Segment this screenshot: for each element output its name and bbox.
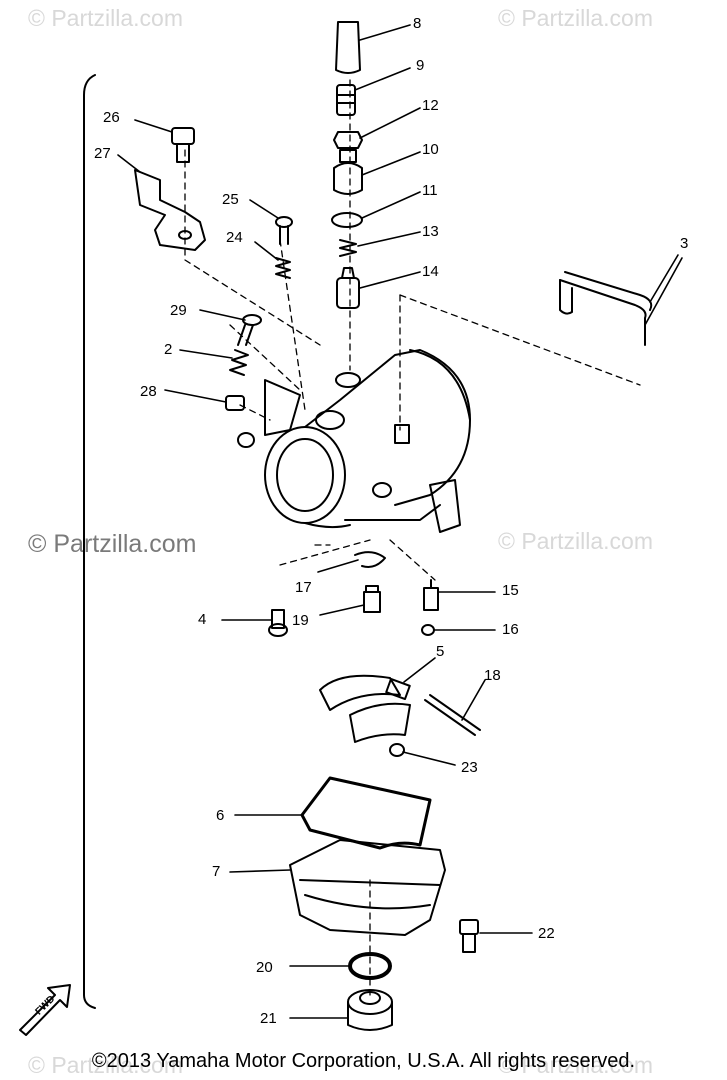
part-18-pin — [424, 694, 481, 736]
part-22-bolt — [459, 919, 479, 953]
part-21-drain-plug — [347, 989, 393, 1031]
guide-lines — [184, 79, 641, 996]
part-13-spring — [339, 239, 357, 257]
part-15-jet — [423, 579, 439, 611]
callout-6: 6 — [216, 807, 225, 824]
watermark: © Partzilla.com — [28, 530, 197, 558]
callout-4: 4 — [198, 611, 207, 628]
part-6-gasket — [300, 776, 432, 850]
callout-26: 26 — [103, 109, 120, 126]
callout-7: 7 — [212, 863, 221, 880]
part-7-float-bowl — [289, 839, 446, 936]
callout-29: 29 — [170, 302, 187, 319]
callout-12: 12 — [422, 97, 439, 114]
part-27-bracket — [134, 169, 206, 251]
watermark: © Partzilla.com — [498, 528, 653, 554]
part-16-washer — [421, 624, 435, 636]
copyright-notice: ©2013 Yamaha Motor Corporation, U.S.A. A… — [91, 1050, 636, 1072]
callout-14: 14 — [422, 263, 439, 280]
callout-20: 20 — [256, 959, 273, 976]
watermark: © Partzilla.com — [498, 1052, 653, 1078]
callout-23: 23 — [461, 759, 478, 776]
carburetor-body — [237, 349, 471, 533]
part-23-screw — [389, 743, 405, 757]
callout-27: 27 — [94, 145, 111, 162]
callout-2: 2 — [164, 341, 173, 358]
part-28-fitting — [225, 395, 245, 411]
callout-11: 11 — [422, 182, 438, 199]
callout-22: 22 — [538, 925, 555, 942]
callout-8: 8 — [413, 15, 422, 32]
watermark: © Partzilla.com — [498, 5, 653, 31]
part-10-cap — [333, 149, 363, 195]
part-25-screw — [275, 216, 293, 245]
callout-13: 13 — [422, 223, 439, 240]
callout-19: 19 — [292, 612, 309, 629]
part-5-float — [319, 674, 411, 743]
part-3-handle — [559, 271, 653, 346]
part-9-adjuster — [336, 84, 356, 116]
leader-lines — [117, 24, 683, 1019]
callout-25: 25 — [222, 191, 239, 208]
part-19-jet — [363, 585, 381, 613]
part-24-spring — [275, 257, 291, 279]
callout-5: 5 — [436, 643, 445, 660]
part-20-o-ring — [348, 952, 392, 980]
callout-9: 9 — [416, 57, 425, 74]
part-12-nut — [333, 131, 363, 149]
callout-17: 17 — [295, 579, 312, 596]
callout-3: 3 — [680, 235, 689, 252]
callout-24: 24 — [226, 229, 243, 246]
callout-16: 16 — [502, 621, 519, 638]
part-26-bolt — [171, 127, 195, 163]
part-17-clip — [354, 551, 386, 568]
callout-15: 15 — [502, 582, 519, 599]
watermark: © Partzilla.com — [28, 5, 183, 31]
part-4-screw — [268, 609, 288, 637]
callout-10: 10 — [422, 141, 439, 158]
callout-28: 28 — [140, 383, 157, 400]
fwd-arrow-icon — [19, 984, 71, 1036]
part-11-washer — [331, 212, 363, 228]
callout-21: 21 — [260, 1010, 277, 1027]
part-8-cap — [335, 21, 361, 74]
assembly-bracket — [83, 74, 96, 1009]
watermark: © Partzilla.com — [28, 1052, 183, 1078]
part-14-throttle-valve — [336, 267, 360, 309]
part-2-spring — [229, 349, 249, 376]
callout-18: 18 — [484, 667, 501, 684]
